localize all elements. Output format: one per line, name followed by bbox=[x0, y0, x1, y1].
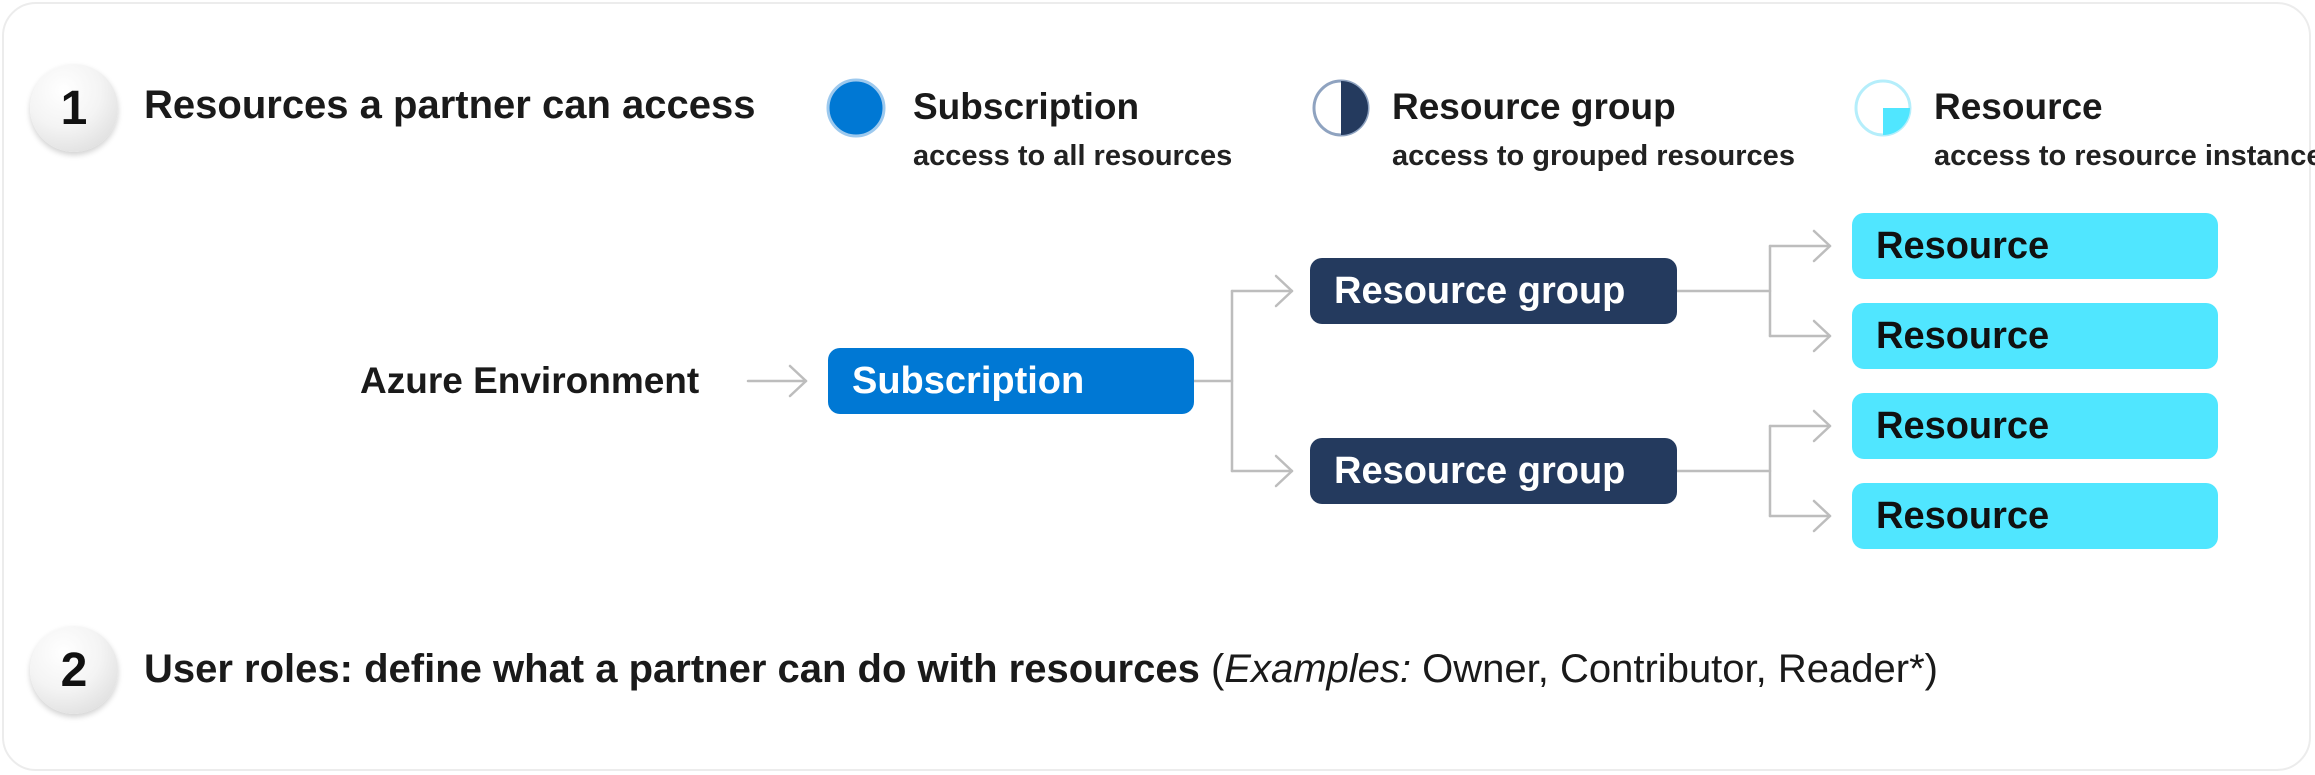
legend-resource-group-subtitle: access to grouped resources bbox=[1392, 140, 1795, 172]
half-circle-icon bbox=[1312, 79, 1370, 137]
step-number-2: 2 bbox=[30, 626, 118, 714]
resource-group-node-1: Resource group bbox=[1310, 258, 1677, 324]
quarter-circle-icon bbox=[1854, 79, 1912, 137]
resource-node-2: Resource bbox=[1852, 303, 2218, 369]
examples-label: Examples: bbox=[1224, 647, 1412, 691]
resource-node-1: Resource bbox=[1852, 213, 2218, 279]
resource-node-4: Resource bbox=[1852, 483, 2218, 549]
user-roles-line: User roles: define what a partner can do… bbox=[144, 647, 1938, 692]
legend-resource-title: Resource bbox=[1934, 86, 2103, 127]
step-number-1: 1 bbox=[30, 64, 118, 152]
section-1-title: Resources a partner can access bbox=[144, 83, 756, 127]
user-roles-title: User roles: define what a partner can do… bbox=[144, 647, 1200, 691]
paren-open: ( bbox=[1199, 647, 1225, 691]
legend-subscription-title: Subscription bbox=[913, 86, 1140, 127]
azure-environment-label: Azure Environment bbox=[360, 360, 700, 401]
resource-node-3: Resource bbox=[1852, 393, 2218, 459]
subscription-node: Subscription bbox=[828, 348, 1194, 414]
resource-group-node-2: Resource group bbox=[1310, 438, 1677, 504]
full-circle-icon bbox=[826, 78, 886, 138]
legend-resource-group-title: Resource group bbox=[1392, 86, 1676, 127]
legend-subscription-subtitle: access to all resources bbox=[913, 140, 1233, 172]
legend-resource-subtitle: access to resource instance bbox=[1934, 140, 2315, 172]
examples-list: Owner, Contributor, Reader*) bbox=[1411, 647, 1938, 691]
